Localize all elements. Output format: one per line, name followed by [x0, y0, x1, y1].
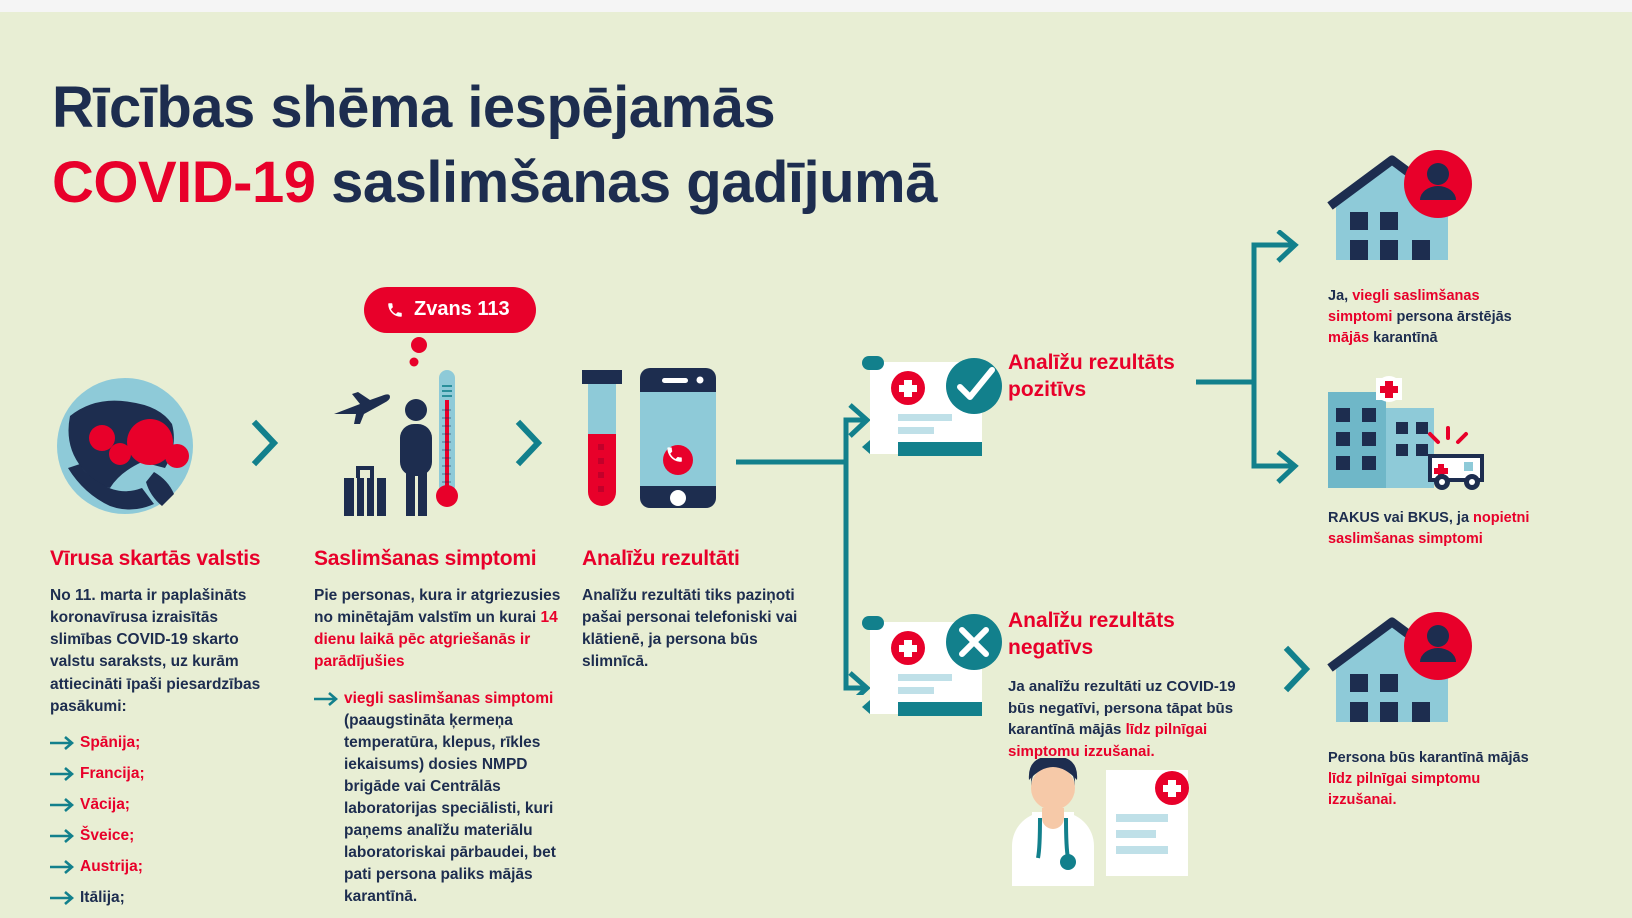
traveler-thermometer-icon [334, 392, 432, 516]
arrow-right-icon [50, 766, 74, 781]
negative-heading-line2: negatīvs [1008, 635, 1094, 659]
positive-heading-line2: pozitīvs [1008, 377, 1087, 401]
symptoms-lead-red: 14 dienu laikā pēc atgriešanās ir parādī… [314, 609, 558, 671]
chevron-right-icon-2 [515, 419, 543, 467]
check-circle-icon [946, 358, 1002, 414]
call-113-button[interactable]: Zvans 113 [364, 287, 536, 333]
arrow-right-icon [50, 797, 74, 812]
chevron-right-icon-3 [1283, 645, 1311, 693]
phone-icon [388, 302, 402, 317]
positive-heading-line1: Analīžu rezultāts [1008, 351, 1175, 374]
branch2-seg2: nopietni saslimšanas simptomi [1328, 510, 1530, 548]
country-label: Spānija; [80, 733, 141, 751]
symptom-label-rest: (paaugstināta ķermeņa temperatūra, klepu… [344, 711, 556, 905]
symptoms-column: Saslimšanas simptomi Pie personas, kura … [314, 547, 576, 918]
branch1-seg5: karantīnā [1369, 330, 1438, 347]
chevron-right-icon-1 [251, 419, 279, 467]
positive-branch-connector [1196, 230, 1299, 484]
globe-outbreak-icon [57, 378, 193, 514]
country-list-item: Šveice; [50, 825, 278, 847]
house-person-icon-1 [1327, 150, 1472, 260]
results-heading: Analīžu rezultāti [582, 547, 740, 570]
test-tube-phone-icon [582, 368, 716, 508]
symptom-text: viegli saslimšanas simptomi (paaugstināt… [344, 688, 576, 908]
symptoms-lead: Pie personas, kura ir atgriezusies no mi… [314, 585, 576, 674]
neg-branch-seg1: Persona būs karantīnā mājās [1328, 750, 1529, 766]
speech-dots-icon [409, 337, 427, 367]
house-person-icon-2 [1327, 612, 1472, 722]
branch1-seg2: viegli saslimšanas simptomi [1328, 288, 1480, 326]
positive-result-heading: Analīžu rezultāts pozitīvs [1008, 350, 1238, 404]
positive-branch-2-text: RAKUS vai BKUS, ja nopietni saslimšanas … [1328, 508, 1543, 550]
thermometer-icon [436, 370, 458, 507]
title-line-2-rest: saslimšanas gadījumā [315, 150, 937, 216]
country-label: Šveice; [80, 826, 135, 844]
positive-branch-1-text: Ja, viegli saslimšanas simptomi persona … [1328, 286, 1543, 349]
arrow-right-icon [50, 890, 74, 905]
countries-paragraph: No 11. marta ir paplašināts koronavīrusa… [50, 587, 261, 715]
negative-result-block: Analīžu rezultāts negatīvs Ja analīžu re… [1008, 608, 1258, 763]
countries-list: Spānija; Francija; Vācija; Šveice; Austrija;… [50, 732, 278, 918]
neg-branch-seg2: līdz pilnīgai simptomu izzušanai. [1328, 771, 1481, 809]
symptom-label-red: viegli saslimšanas simptomi [344, 689, 554, 707]
title-line-1: Rīcības shēma iespējamās [52, 75, 776, 140]
branch2-seg1: RAKUS vai BKUS, ja [1328, 510, 1474, 526]
branch1-seg4: mājās [1328, 330, 1370, 347]
negative-result-paragraph: Ja analīžu rezultāti uz COVID-19 būs neg… [1008, 676, 1258, 763]
cross-circle-icon [946, 614, 1002, 670]
top-border-strip [0, 0, 1632, 12]
negative-paragraph-red: līdz pilnīgai simptomu izzušanai. [1008, 721, 1208, 760]
country-label: Francija; [80, 764, 145, 782]
country-list-item: Francija; [50, 763, 278, 785]
hospital-ambulance-icon [1328, 376, 1484, 490]
doctor-document-icon [1012, 758, 1189, 886]
results-column: Analīžu rezultāti Analīžu rezultāti tiks… [582, 547, 812, 674]
countries-column: Vīrusa skartās valstis No 11. marta ir p… [50, 547, 278, 918]
negative-paragraph-plain: Ja analīžu rezultāti uz COVID-19 būs neg… [1008, 677, 1236, 739]
results-paragraph: Analīžu rezultāti tiks paziņoti pašai pe… [582, 587, 798, 671]
title-covid-label: COVID-19 [52, 150, 316, 216]
country-label: Vācija; [80, 795, 130, 813]
page-title: Rīcības shēma iespējamās COVID-19 saslim… [52, 70, 1172, 221]
branch1-seg1: Ja, [1328, 288, 1353, 304]
arrow-right-icon [50, 828, 74, 843]
country-list-item: Itālija; [50, 887, 278, 909]
arrow-right-icon [314, 691, 338, 706]
country-label: Itālija; [80, 888, 125, 906]
arrow-right-icon [50, 735, 74, 750]
call-113-label: Zvans 113 [414, 298, 510, 320]
country-list-item: Vācija; [50, 794, 278, 816]
symptom-list-item: viegli saslimšanas simptomi (paaugstināt… [314, 688, 576, 908]
branch1-seg3: persona ārstējās [1392, 309, 1512, 326]
positive-result-block: Analīžu rezultāts pozitīvs [1008, 350, 1238, 404]
symptoms-list: viegli saslimšanas simptomi (paaugstināt… [314, 688, 576, 918]
country-list-item: Spānija; [50, 732, 278, 754]
flow-connector-fork [736, 403, 871, 695]
country-label: Austrija; [80, 857, 143, 875]
symptoms-lead-plain: Pie personas, kura ir atgriezusies no mi… [314, 587, 561, 627]
countries-heading: Vīrusa skartās valstis [50, 547, 261, 570]
negative-result-heading: Analīžu rezultāts negatīvs [1008, 608, 1258, 662]
negative-heading-line1: Analīžu rezultāts [1008, 609, 1175, 632]
negative-branch-text: Persona būs karantīnā mājās līdz pilnīga… [1328, 748, 1543, 811]
arrow-right-icon [50, 859, 74, 874]
symptoms-heading: Saslimšanas simptomi [314, 547, 537, 570]
country-list-item: Austrija; [50, 856, 278, 878]
